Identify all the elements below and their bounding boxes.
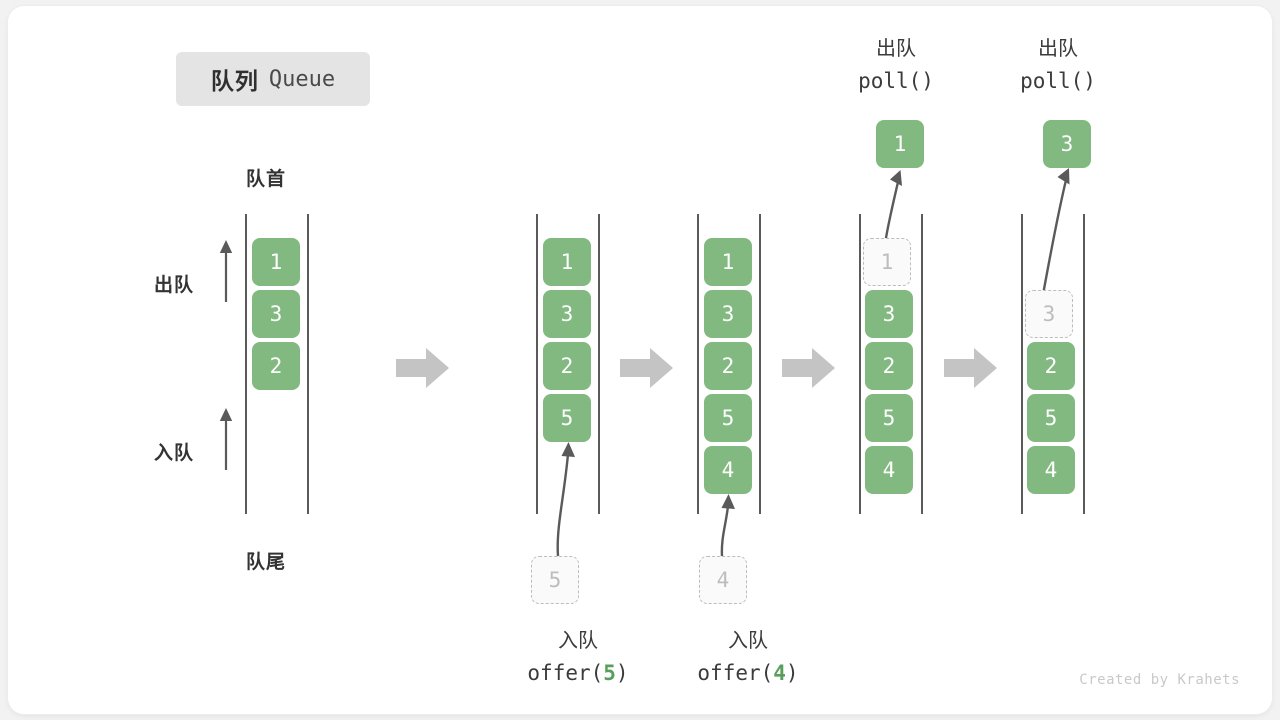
dequeue-direction-arrow-icon <box>219 240 233 302</box>
enqueue-direction-arrow-icon <box>219 408 233 470</box>
operation-code: poll() <box>996 65 1120 98</box>
title-english: Queue <box>268 66 336 92</box>
rail-right <box>598 214 600 514</box>
ghost-cell-incoming: 5 <box>531 556 579 604</box>
operation-name: 出队 <box>1038 38 1078 60</box>
queue-cell: 1 <box>543 238 591 286</box>
queue-cell: 4 <box>1027 446 1075 494</box>
operation-label-offer-4: 入队 offer(4) <box>686 626 810 690</box>
code-prefix: poll( <box>858 69 922 93</box>
code-prefix: offer( <box>697 661 774 685</box>
ghost-cell-removed: 3 <box>1025 290 1073 338</box>
queue-cell: 3 <box>704 290 752 338</box>
rail-left <box>859 214 861 514</box>
transition-arrow-icon <box>782 348 835 388</box>
operation-code: offer(4) <box>686 657 810 690</box>
code-suffix: ) <box>785 661 799 685</box>
queue-cell: 2 <box>704 342 752 390</box>
code-suffix: ) <box>1083 69 1096 93</box>
code-arg: 4 <box>773 661 786 685</box>
code-suffix: ) <box>615 661 629 685</box>
rail-left <box>536 214 538 514</box>
rail-left <box>1021 214 1023 514</box>
operation-code: poll() <box>834 65 958 98</box>
queue-cell: 1 <box>704 238 752 286</box>
code-prefix: offer( <box>527 661 604 685</box>
operation-name: 入队 <box>558 630 598 652</box>
queue-cell: 5 <box>865 394 913 442</box>
rail-left <box>697 214 699 514</box>
code-arg: 5 <box>603 661 616 685</box>
operation-label-poll-1: 出队 poll() <box>834 34 958 98</box>
queue-cell: 1 <box>252 238 300 286</box>
queue-cell: 3 <box>543 290 591 338</box>
operation-label-offer-5: 入队 offer(5) <box>516 626 640 690</box>
enqueue-motion-arrow-icon <box>556 442 575 557</box>
rail-right <box>921 214 923 514</box>
queue-cell: 4 <box>865 446 913 494</box>
queue-cell: 5 <box>704 394 752 442</box>
transition-arrow-icon <box>944 348 997 388</box>
operation-name: 出队 <box>876 38 916 60</box>
queue-cell-new: 5 <box>543 394 591 442</box>
label-enqueue-direction: 入队 <box>154 443 195 464</box>
popped-value-cell: 1 <box>876 120 924 168</box>
dequeue-motion-arrow-icon <box>1040 168 1070 301</box>
code-suffix: ) <box>921 69 934 93</box>
rail-right <box>759 214 761 514</box>
queue-cell: 3 <box>252 290 300 338</box>
label-queue-tail: 队尾 <box>246 552 287 573</box>
ghost-cell-incoming: 4 <box>699 556 747 604</box>
queue-cell: 2 <box>1027 342 1075 390</box>
code-prefix: poll( <box>1020 69 1084 93</box>
credit-text: Created by Krahets <box>1079 672 1240 688</box>
rail-right <box>1083 214 1085 514</box>
queue-cell: 2 <box>543 342 591 390</box>
transition-arrow-icon <box>620 348 673 388</box>
enqueue-motion-arrow-icon <box>720 494 735 557</box>
rail-left <box>245 214 247 514</box>
queue-cell: 3 <box>865 290 913 338</box>
rail-right <box>307 214 309 514</box>
label-dequeue-direction: 出队 <box>154 275 195 296</box>
diagram-title-badge: 队列 Queue <box>176 52 370 106</box>
label-queue-head: 队首 <box>246 169 287 190</box>
operation-name: 入队 <box>728 630 768 652</box>
queue-cell: 5 <box>1027 394 1075 442</box>
operation-code: offer(5) <box>516 657 640 690</box>
operation-label-poll-3: 出队 poll() <box>996 34 1120 98</box>
queue-cell: 2 <box>865 342 913 390</box>
ghost-cell-removed: 1 <box>863 238 911 286</box>
title-chinese: 队列 <box>210 68 259 94</box>
popped-value-cell: 3 <box>1043 120 1091 168</box>
queue-cell: 2 <box>252 342 300 390</box>
diagram-card: 队列 Queue 队首 队尾 出队 入队 1 3 2 <box>8 6 1272 714</box>
transition-arrow-icon <box>396 348 449 388</box>
queue-cell-new: 4 <box>704 446 752 494</box>
